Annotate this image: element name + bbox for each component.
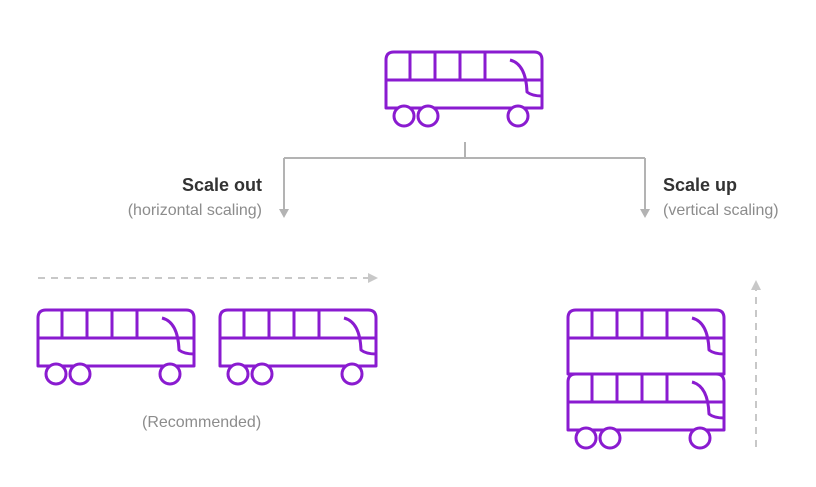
vertical-dashed-arrow xyxy=(751,280,761,447)
bus-icon xyxy=(218,308,378,386)
horizontal-dashed-arrow xyxy=(38,273,378,283)
double-decker-bus-icon xyxy=(566,308,726,450)
bus-icon xyxy=(384,50,544,128)
bus-icon xyxy=(36,308,196,386)
arrow-down-scale-out xyxy=(279,209,289,218)
scale-up-subtitle: (vertical scaling) xyxy=(663,202,779,219)
scale-up-title: Scale up xyxy=(663,175,738,195)
recommended-label: (Recommended) xyxy=(142,414,262,431)
scale-out-title: Scale out xyxy=(181,175,262,195)
arrow-down-scale-up xyxy=(640,209,650,218)
scale-out-subtitle: (horizontal scaling) xyxy=(127,202,262,219)
connector-lines xyxy=(283,142,646,210)
